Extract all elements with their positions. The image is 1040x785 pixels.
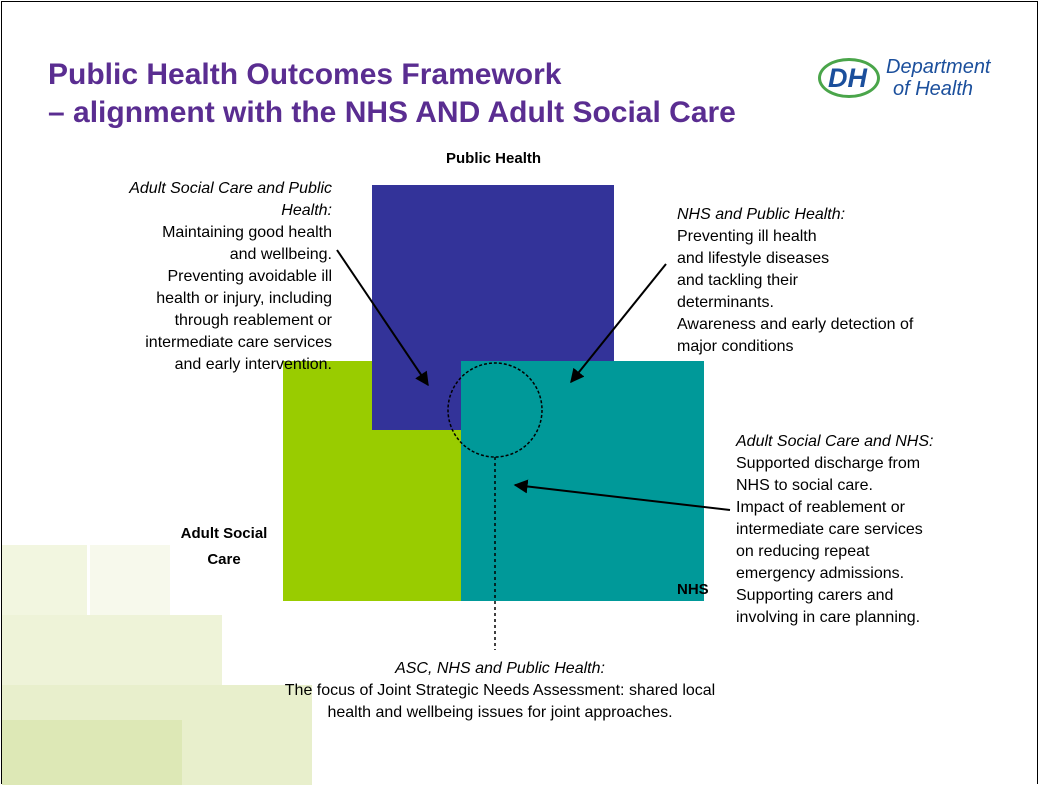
nhs-ph-line: Preventing ill health [677,228,817,245]
asc-nhs-line: Impact of reablement or [736,499,905,516]
adult-social-care-label: Adult Social Care [176,521,272,573]
slide-title: Public Health Outcomes Framework – align… [48,56,848,132]
nhs-ph-line: determinants. [677,294,774,311]
all-three-line: health and wellbeing issues for joint ap… [327,704,673,721]
adult-social-care-label-line-1: Adult Social [180,525,268,542]
nhs-ph-line: and tackling their [677,272,798,289]
nhs-ph-line: Awareness and early detection of [677,316,914,333]
asc-nhs-line: intermediate care services [736,521,923,538]
dh-logo: DH Department of Health [814,52,1024,108]
asc-ph-line: Maintaining good health [162,224,332,241]
asc-nhs-line: Supporting carers and [736,587,894,604]
dh-logo-name: Department of Health [886,56,991,100]
nhs-label: NHS [677,581,709,598]
asc-nhs-line: involving in care planning. [736,609,921,626]
adult-social-care-label-line-2: Care [207,551,241,568]
asc-ph-line: and wellbeing. [229,246,332,263]
nhs-ph-annotation: NHS and Public Health: Preventing ill he… [677,204,997,358]
asc-ph-heading-line-1: Adult Social Care and Public [129,180,332,197]
asc-ph-annotation: Adult Social Care and Public Health: Mai… [110,178,332,376]
arrow-asc-ph [336,249,429,387]
arrow-nhs-ph [570,263,667,384]
asc-nhs-line: emergency admissions. [736,565,905,582]
dh-logo-initials: DH [828,63,867,93]
nhs-ph-heading: NHS and Public Health: [677,206,846,223]
arrow-asc-nhs [513,479,731,511]
asc-nhs-heading: Adult Social Care and NHS: [736,433,934,450]
nhs-square [461,361,704,601]
asc-nhs-annotation: Adult Social Care and NHS: Supported dis… [736,431,996,629]
asc-nhs-line: on reducing repeat [736,543,870,560]
public-health-label: Public Health [446,150,542,167]
title-line-1: Public Health Outcomes Framework [48,58,562,91]
overlap-circle [447,362,543,458]
title-line-2: – alignment with the NHS AND Adult Socia… [48,96,736,129]
dh-logo-name-line-2: of Health [892,78,974,100]
asc-ph-line: intermediate care services [145,334,332,351]
nhs-ph-line: and lifestyle diseases [677,250,830,267]
all-three-annotation: ASC, NHS and Public Health: The focus of… [200,658,800,724]
dh-logo-oval [818,58,880,98]
all-three-line: The focus of Joint Strategic Needs Asses… [284,682,716,699]
asc-ph-line: health or injury, including [156,290,332,307]
asc-ph-heading-line-2: Health: [281,202,332,219]
all-three-heading: ASC, NHS and Public Health: [395,660,605,677]
nhs-ph-line: major conditions [677,338,794,355]
dh-logo-name-line-1: Department [886,56,991,78]
asc-ph-line: Preventing avoidable ill [167,268,332,285]
asc-ph-line: and early intervention. [174,356,332,373]
asc-nhs-line: NHS to social care. [736,477,873,494]
asc-nhs-line: Supported discharge from [736,455,921,472]
asc-ph-line: through reablement or [174,312,332,329]
